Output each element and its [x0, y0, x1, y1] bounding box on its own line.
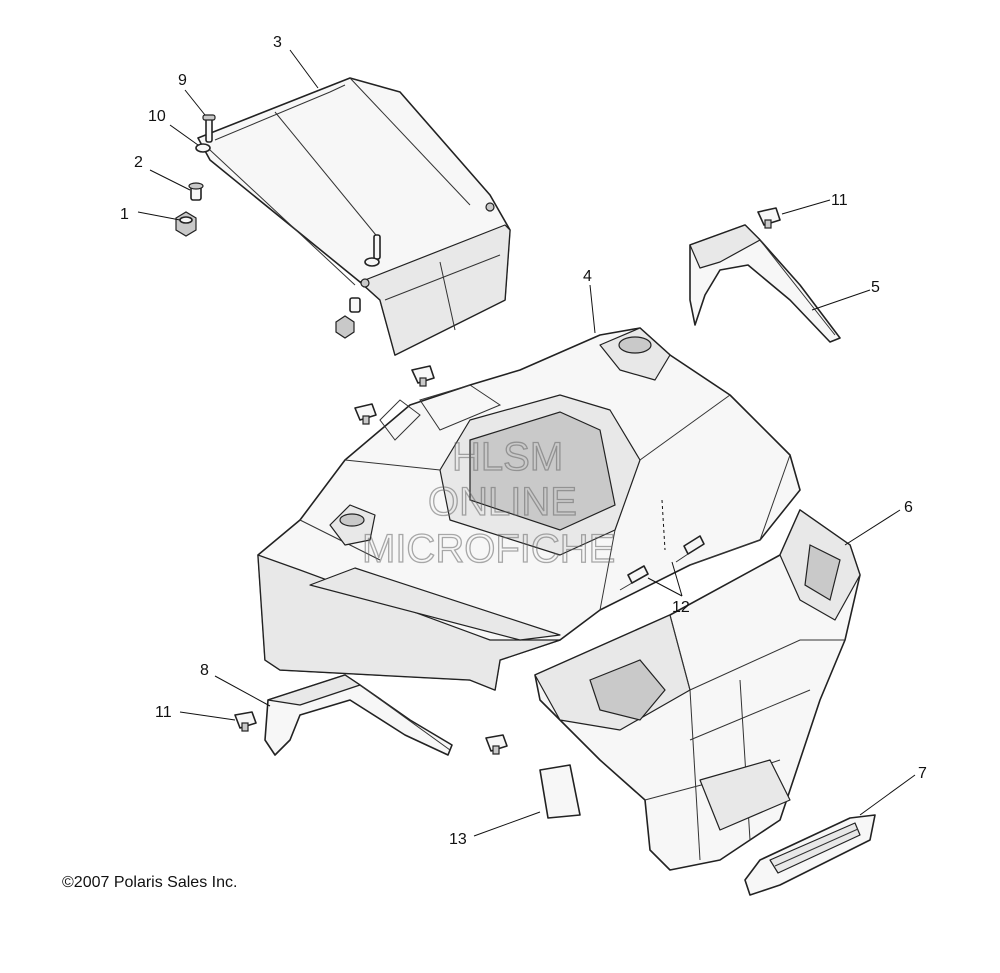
watermark-line-3: MICROFICHE [362, 527, 615, 571]
copyright-notice: ©2007 Polaris Sales Inc. [62, 874, 238, 891]
callout-1: 1 [120, 206, 129, 223]
watermark-line-1: HLSM [452, 435, 563, 479]
callout-8: 8 [200, 662, 209, 679]
callout-7: 7 [918, 765, 927, 782]
part-8-left-flare [264, 674, 453, 756]
callout-11-upper: 11 [831, 192, 848, 209]
leader-lines [137, 49, 916, 837]
part-3-storage-cover [197, 77, 511, 356]
part-11-rivet-upper [757, 207, 781, 229]
callout-9: 9 [178, 72, 187, 89]
part-12-screws [619, 499, 705, 591]
part-7-skid-plate [744, 814, 876, 896]
watermark: HLSM ONLINE MICROFICHE [361, 434, 616, 571]
push-rivet-upper [411, 365, 435, 387]
callout-11-lower: 11 [155, 704, 172, 721]
part-2-bushing [188, 182, 204, 201]
part-9-screw [202, 114, 216, 143]
callout-3: 3 [273, 34, 282, 51]
part-10-washer [195, 143, 211, 153]
callout-4: 4 [583, 268, 592, 285]
part-11-rivet-left [234, 711, 257, 732]
callout-10: 10 [148, 108, 166, 125]
callout-5: 5 [871, 279, 880, 296]
push-rivet-lower [485, 734, 508, 755]
part-1-nut [175, 211, 197, 237]
callout-13: 13 [449, 831, 467, 848]
cover-fastener-set [335, 234, 381, 339]
callout-2: 2 [134, 154, 143, 171]
callout-6: 6 [904, 499, 913, 516]
callouts: 1 2 3 4 5 6 7 8 9 10 11 11 12 13 [120, 34, 927, 848]
part-13-decal [539, 764, 581, 819]
push-rivet-left [354, 403, 377, 425]
part-4-rear-body [257, 327, 801, 691]
part-5-right-flare [689, 224, 841, 343]
callout-12: 12 [672, 599, 690, 616]
part-6-front-bumper [534, 509, 861, 871]
watermark-line-2: ONLINE [428, 480, 577, 524]
